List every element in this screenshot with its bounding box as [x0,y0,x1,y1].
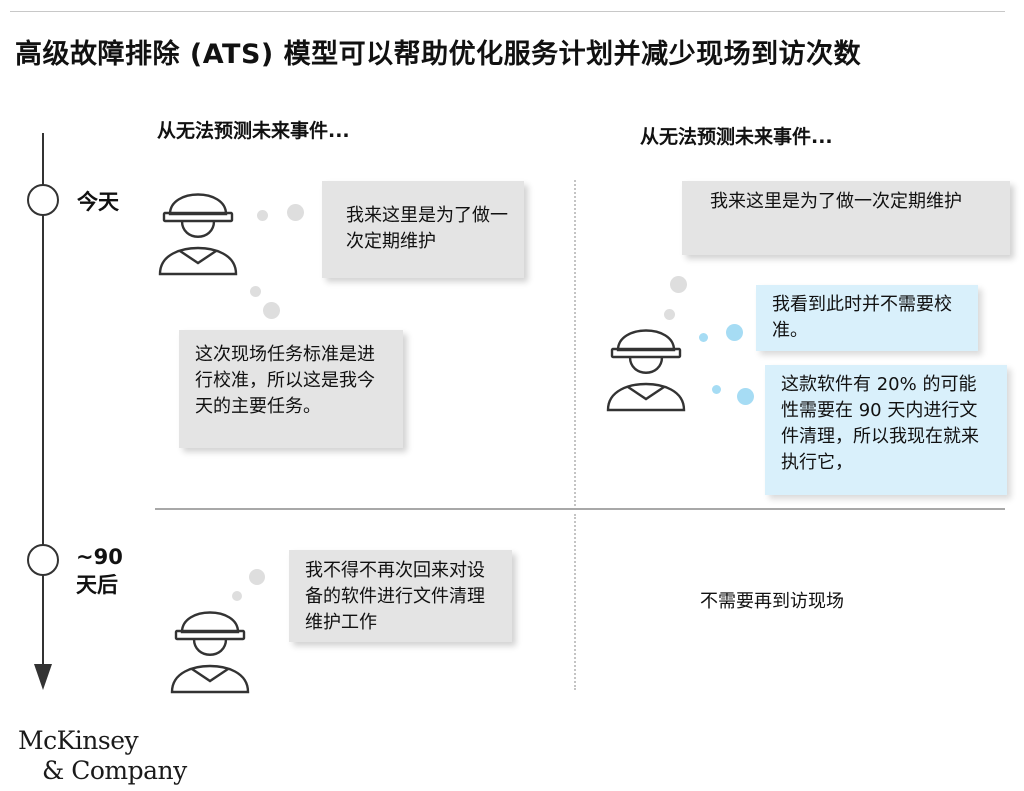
speech-bubble-today-right: 我来这里是为了做一次定期维护 [682,181,1010,255]
top-rule [10,11,1005,12]
thought-dot [670,276,687,293]
column-divider-top [574,180,576,510]
thought-dot [257,210,268,221]
timeline-label-90-line2: 天后 [76,573,118,597]
thought-bubble-today-right-2: 这款软件有 20% 的可能性需要在 90 天内进行文件清理，所以我现在就来执行它… [765,365,1007,495]
logo-line-2: & Company [42,756,187,785]
no-visit-text: 不需要再到访现场 [700,591,844,612]
speech-bubble-today-left: 我来这里是为了做一次定期维护 [322,181,524,278]
timeline-axis [42,133,44,671]
column-heading-left: 从无法预测未来事件... [157,120,350,142]
thought-dot [263,302,280,319]
timeline-label-today: 今天 [77,190,119,214]
thought-dot [287,204,304,221]
page-title: 高级故障排除 (ATS) 模型可以帮助优化服务计划并减少现场到访次数 [15,39,862,70]
thought-dot [712,385,721,394]
thought-bubble-today-left: 这次现场任务标准是进行校准，所以这是我今天的主要任务。 [179,330,403,448]
mckinsey-logo: McKinsey & Company [18,726,187,786]
thought-dot [250,286,261,297]
thought-dot [737,388,754,405]
column-heading-right: 从无法预测未来事件... [640,126,833,148]
thought-dot [232,591,242,601]
technician-icon [170,611,250,694]
timeline-label-90-days: ~90 天后 [76,543,123,599]
timeline-node-today [27,184,59,216]
thought-bubble-later-left: 我不得不再次回来对设备的软件进行文件清理维护工作 [289,550,512,642]
column-divider-bottom [574,514,576,690]
thought-dot [249,569,265,585]
thought-dot [726,324,743,341]
thought-dot [664,309,675,320]
thought-dot [699,333,708,342]
logo-line-1: McKinsey [18,726,139,755]
timeline-label-90-line1: ~90 [76,545,123,569]
row-divider [155,508,1005,510]
thought-bubble-today-right-1: 我看到此时并不需要校准。 [756,285,978,351]
technician-icon [158,193,238,276]
timeline-arrow-icon [34,664,52,690]
timeline-node-90-days [27,544,59,576]
technician-icon [606,329,686,412]
